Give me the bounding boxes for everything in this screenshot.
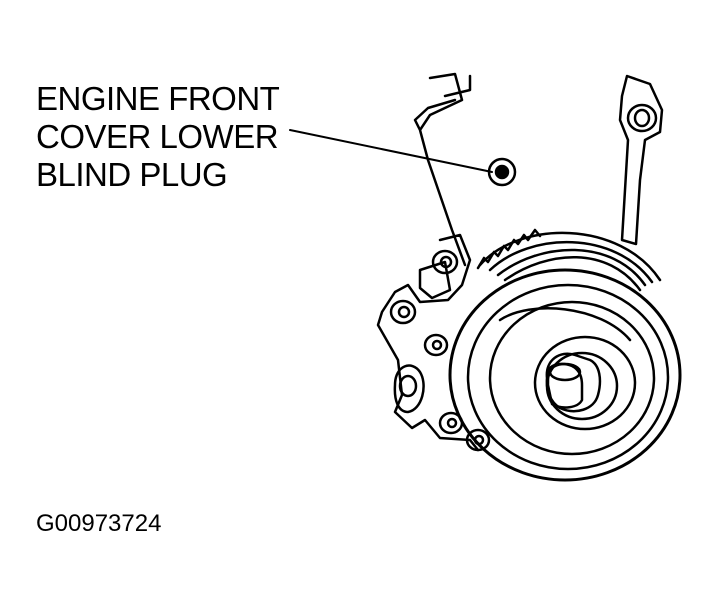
pulley-hub (533, 335, 637, 431)
crankshaft-pulley (448, 228, 682, 482)
housing-rib (393, 364, 425, 414)
mount-bracket (618, 74, 664, 246)
blind-plug (487, 157, 517, 187)
callout-line-3: BLIND PLUG (36, 156, 228, 193)
housing-bolt-5 (465, 428, 491, 452)
bracket-bolt-inner (633, 108, 651, 128)
callout-line-2: COVER LOWER (36, 118, 279, 155)
callout-line-1: ENGINE FRONT (36, 80, 280, 117)
housing-bolt-4 (438, 411, 464, 435)
figure-id: G00973724 (36, 510, 162, 537)
front-cover-outline (413, 72, 467, 267)
lower-housing-outline (376, 233, 480, 452)
timing-teeth (476, 228, 542, 270)
crankshaft-bolt (546, 362, 584, 409)
housing-bolt-1 (431, 249, 459, 275)
callout-leader-line (289, 129, 493, 173)
blind-plug-callout-label: ENGINE FRONT COVER LOWER BLIND PLUG (36, 80, 296, 194)
housing-bolt-3 (423, 333, 449, 357)
bracket-bolt-outer (626, 103, 658, 133)
housing-hole (398, 374, 418, 398)
front-cover-inner-edge (443, 74, 472, 98)
housing-bolt-2 (389, 299, 417, 325)
